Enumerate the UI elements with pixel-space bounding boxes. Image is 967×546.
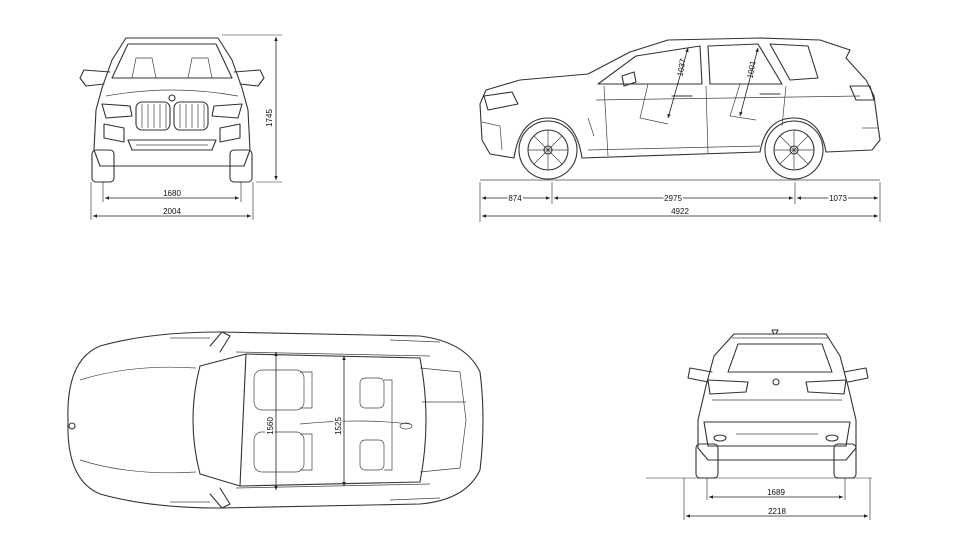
rear-shoulder-label: 1525 [334,417,343,435]
front-overhang-label: 874 [508,194,522,203]
overall-length-label: 4922 [671,207,689,216]
rear-overhang-label: 1073 [829,194,847,203]
rear-track-label: 1689 [767,488,785,497]
rear-headroom-label: 1001 [746,59,758,79]
front-shoulder-label: 1560 [266,417,275,435]
front-track-label: 1680 [163,189,181,198]
top-view-car [67,331,484,509]
side-view-car [479,37,881,181]
front-height-label: 1745 [265,109,274,127]
front-view-car [79,37,265,183]
front-width-label: 2004 [163,207,181,216]
top-view: 1560 1525 [67,331,484,509]
rear-view: 1689 2218 [646,329,872,520]
front-headroom-label: 1037 [676,57,688,77]
rear-width-label: 2218 [768,507,786,516]
rear-view-car [687,329,869,479]
front-view: 1745 1680 2004 [79,34,282,220]
side-view: 1037 1001 874 2975 1073 4922 [479,37,881,222]
wheelbase-label: 2975 [664,194,682,203]
